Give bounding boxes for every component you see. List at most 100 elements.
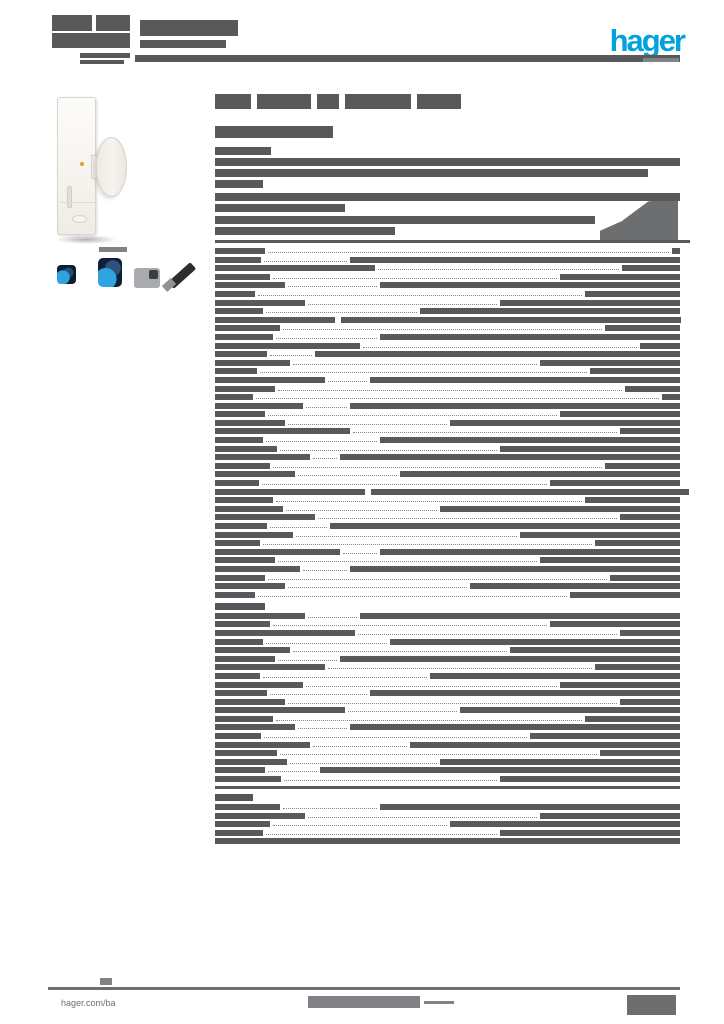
spec-row (215, 664, 680, 671)
spec-label-redacted (215, 394, 253, 401)
spec-label-redacted (215, 664, 325, 671)
spec-row (215, 342, 680, 349)
dotted-leader (303, 569, 347, 571)
spec-label-redacted (215, 741, 310, 748)
spec-value-redacted (450, 821, 680, 828)
spec-value-redacted (371, 488, 689, 495)
redacted-text-line (215, 158, 680, 166)
spec-row (215, 437, 680, 444)
spec-value-redacted (595, 540, 680, 547)
spec-value-redacted (470, 583, 680, 590)
hager-logo: hager (609, 23, 686, 58)
dotted-leader (308, 616, 357, 618)
spec-value-redacted (350, 402, 680, 409)
spec-row (215, 325, 680, 332)
redacted-text-line (48, 987, 680, 990)
dotted-leader (270, 355, 312, 357)
spec-value-redacted (620, 698, 680, 705)
dotted-leader (328, 380, 367, 382)
dotted-leader (358, 633, 617, 635)
spec-value-redacted (610, 574, 680, 581)
spec-row (215, 681, 680, 688)
dotted-leader (273, 825, 447, 827)
spec-label-redacted (215, 715, 273, 722)
spec-label-redacted (215, 629, 355, 636)
dotted-leader (286, 509, 437, 511)
divider-rule (215, 786, 680, 790)
spec-value-redacted (500, 445, 680, 452)
spec-row (215, 741, 680, 748)
dotted-leader (266, 642, 387, 644)
spec-label-redacted (215, 325, 280, 332)
spec-row (215, 750, 680, 757)
spec-row (215, 480, 680, 487)
dotted-leader (268, 578, 607, 580)
redacted-text-line (215, 240, 690, 243)
spec-row (215, 290, 680, 297)
spec-label-redacted (215, 583, 285, 590)
spec-label-redacted (215, 376, 325, 383)
spec-row (215, 299, 680, 306)
redacted-text-line (215, 94, 251, 109)
spec-row (215, 523, 680, 529)
spec-row (215, 715, 680, 722)
dotted-leader (268, 252, 669, 253)
spec-row (215, 767, 680, 774)
spec-label-redacted (215, 480, 259, 487)
spec-value-redacted (500, 829, 680, 836)
website-link[interactable]: hager.com/ba (57, 992, 170, 1014)
spec-value-redacted (585, 497, 680, 504)
dotted-leader (278, 561, 537, 563)
paragraph-figure (600, 198, 678, 240)
spec-value-redacted (622, 265, 680, 272)
spec-label-redacted (215, 574, 265, 581)
spec-label-redacted (215, 621, 270, 628)
dotted-leader (306, 685, 557, 687)
spec-label-redacted (215, 368, 257, 375)
spec-label-redacted (215, 333, 273, 340)
dotted-leader (258, 294, 582, 296)
dotted-leader (270, 527, 327, 528)
redacted-text-line (99, 247, 127, 252)
spec-row (215, 445, 680, 452)
spec-label-redacted (215, 462, 270, 469)
redacted-text-line (215, 169, 648, 177)
redacted-text-line (345, 94, 411, 109)
spec-value-redacted (540, 359, 680, 366)
spec-value-redacted (540, 812, 680, 819)
spec-table (215, 248, 689, 847)
spec-row (215, 265, 680, 272)
redacted-text-line (215, 227, 395, 235)
spec-value-redacted (560, 681, 680, 688)
spec-value-redacted (341, 316, 681, 323)
dotted-leader (283, 808, 377, 810)
pencil-icon (161, 261, 197, 292)
spec-label-redacted (215, 557, 275, 564)
spec-value-redacted (510, 647, 680, 654)
spec-row (215, 707, 680, 714)
spec-row (215, 655, 680, 662)
spec-row (215, 548, 680, 555)
section-header-redacted (215, 794, 253, 802)
dotted-leader (318, 518, 617, 520)
spec-label-redacted (215, 540, 260, 547)
spec-label-redacted (215, 359, 290, 366)
spec-value-redacted (500, 299, 680, 306)
catalogue-icon-mark (149, 270, 158, 279)
spec-row (215, 583, 680, 590)
redacted-text-line (215, 204, 345, 212)
spec-row (215, 758, 680, 765)
spec-value-redacted (420, 308, 680, 315)
redacted-text-line (643, 58, 679, 62)
spec-value-redacted (380, 437, 680, 444)
spec-row (215, 256, 680, 263)
dotted-leader (266, 833, 497, 835)
device-lower-panel (60, 202, 97, 237)
spec-label-redacted (215, 471, 295, 478)
spec-label-redacted (215, 750, 277, 757)
device-button (72, 215, 87, 223)
dotted-leader (273, 466, 602, 468)
spec-row (215, 612, 680, 619)
spec-value-redacted (350, 565, 680, 572)
dotted-leader (308, 816, 537, 818)
